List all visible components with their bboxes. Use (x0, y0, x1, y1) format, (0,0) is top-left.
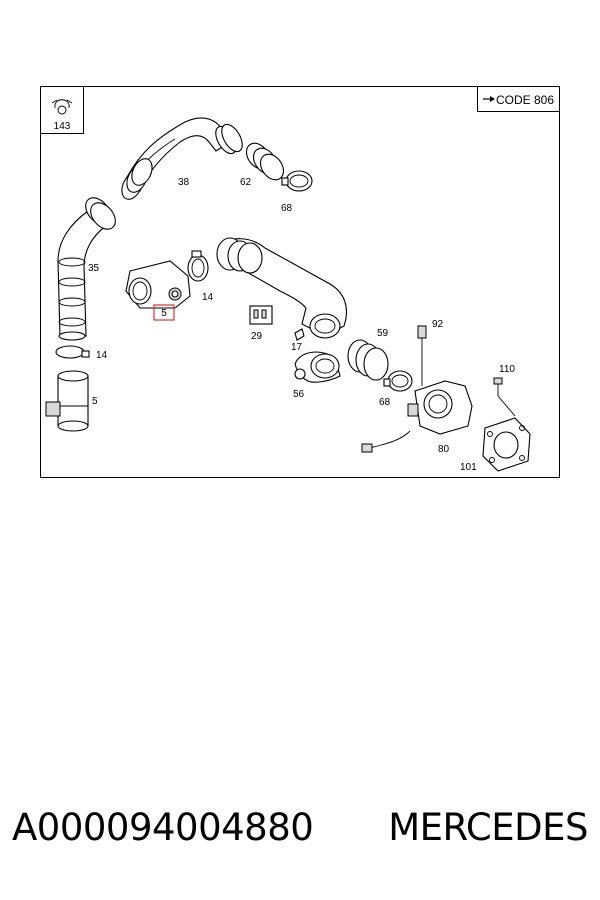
code-box: CODE 806 (477, 86, 560, 112)
callout-5-center: 5 (161, 308, 167, 319)
gasket-101 (482, 417, 531, 472)
clamp-14-center (187, 250, 209, 282)
connector-29 (249, 305, 273, 325)
callout-14-left: 14 (96, 350, 108, 361)
intake-pipe-17 (216, 237, 348, 341)
callout-80: 80 (438, 444, 450, 455)
adapter-5-center (125, 260, 191, 309)
sleeve-59 (347, 339, 389, 381)
footer: A000094004880 MERCEDES (0, 806, 600, 862)
callout-68-top: 68 (281, 203, 293, 214)
callout-29: 29 (251, 331, 263, 342)
callout-59: 59 (377, 328, 389, 339)
clip-label: 143 (54, 121, 71, 132)
callout-17: 17 (291, 342, 303, 353)
part-number: A000094004880 (12, 806, 314, 849)
throttle-body-80 (361, 380, 473, 453)
clamp-14-left (55, 345, 90, 359)
callout-5-left: 5 (92, 396, 98, 407)
elbow-56 (294, 351, 341, 383)
callout-5-highlight-box (153, 304, 175, 321)
clamp-68-top (281, 170, 313, 192)
hose-clamp-icon (51, 99, 73, 115)
arrow-right-icon (483, 96, 495, 102)
callout-92: 92 (432, 319, 444, 330)
brand-name: MERCEDES (388, 806, 588, 849)
callout-101: 101 (460, 462, 477, 473)
hose-38 (121, 117, 243, 200)
clip-box: 143 (40, 86, 84, 134)
callout-56: 56 (293, 389, 305, 400)
callout-14-center: 14 (202, 292, 214, 303)
sensor-5-left (45, 370, 89, 432)
sensor-92 (417, 325, 427, 386)
callout-68-bottom: 68 (379, 397, 391, 408)
callout-35: 35 (88, 263, 100, 274)
sleeve-62 (245, 142, 285, 181)
callout-110: 110 (499, 364, 515, 375)
code-label: CODE 806 (496, 93, 554, 107)
callout-38: 38 (178, 177, 190, 188)
hose-35 (57, 197, 116, 341)
clamp-68-bottom (383, 370, 413, 392)
callout-62: 62 (240, 177, 252, 188)
parts-diagram: 143 CODE 806 38 62 68 (40, 86, 560, 478)
screw-110 (493, 377, 516, 417)
